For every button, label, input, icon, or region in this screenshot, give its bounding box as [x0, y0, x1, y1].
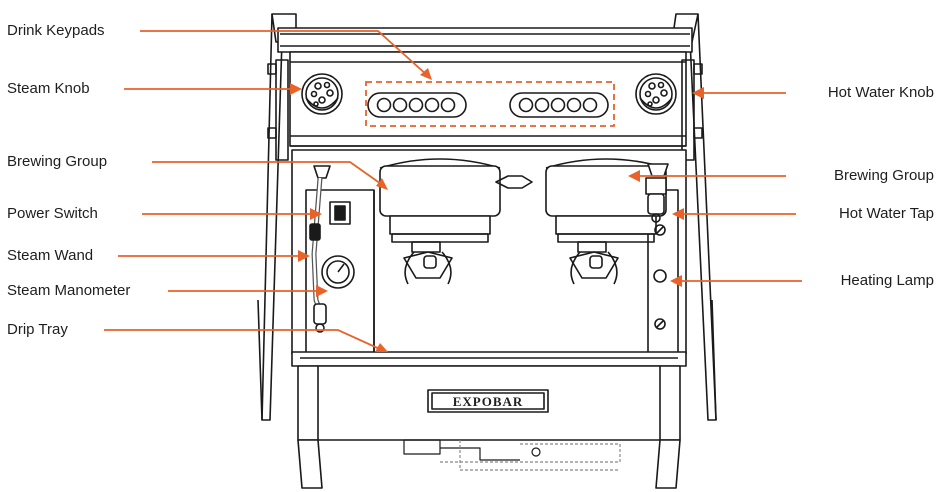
under-plumbing: [403, 439, 621, 471]
center-light: [495, 175, 533, 189]
hot-water-tap: [645, 163, 669, 223]
right-panel-screws: [654, 224, 666, 330]
brewing-group-left-line: [152, 161, 385, 187]
keypad-highlight-box: [365, 81, 615, 127]
control-panel: [289, 51, 687, 147]
callout-lines: [104, 30, 802, 351]
label-steam-manometer: Steam Manometer: [7, 282, 131, 299]
callout-arrowheads: [290, 68, 704, 352]
heating-lamp: [653, 269, 667, 283]
drink-keypads-line: [140, 30, 429, 77]
cup-warmer: [277, 27, 693, 53]
label-heating-lamp: Heating Lamp: [840, 272, 934, 289]
steam-knob: [301, 73, 343, 115]
right-side-panel-leg: [689, 13, 717, 421]
left-foot: [297, 439, 323, 489]
brand-plate: [427, 389, 549, 413]
label-power-switch: Power Switch: [7, 205, 98, 222]
drip-tray-line: [104, 329, 383, 351]
label-hot-water-knob: Hot Water Knob: [827, 84, 934, 101]
label-drip-tray: Drip Tray: [7, 321, 68, 338]
hot-water-knob: [635, 73, 677, 115]
right-foot: [655, 439, 681, 489]
left-keypad: [367, 92, 467, 118]
steam-manometer: [321, 255, 355, 289]
label-steam-wand: Steam Wand: [7, 247, 94, 264]
label-brewing-group-left: Brewing Group: [7, 153, 108, 170]
left-side-panel-leg: [261, 13, 283, 421]
left-brewing-group: [379, 165, 501, 285]
label-drink-keypads: Drink Keypads: [7, 22, 105, 39]
label-brewing-group-right: Brewing Group: [833, 167, 934, 184]
label-steam-knob: Steam Knob: [7, 80, 90, 97]
espresso-machine: [257, 13, 717, 489]
brand-name: EXPOBAR: [453, 394, 524, 409]
drip-tray: [291, 351, 687, 367]
right-keypad: [509, 92, 609, 118]
label-hot-water-tap: Hot Water Tap: [838, 205, 934, 222]
